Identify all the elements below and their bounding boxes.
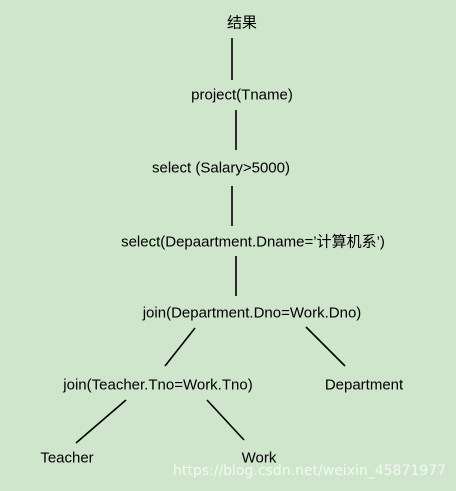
node-department: Department [324,376,404,394]
edge-join_top-join_bottom [164,327,196,367]
node-select-department: select(Depaartment.Dname=’计算机系’) [121,233,385,251]
node-join-teacher-work: join(Teacher.Tno=Work.Tno) [63,376,253,394]
node-project: project(Tname) [191,86,293,104]
edge-join_bottom-teacher [75,399,127,444]
node-result: 结果 [226,14,258,32]
node-work: Work [241,449,277,467]
node-join-department-work: join(Department.Dno=Work.Dno) [142,304,362,322]
edge-join_top-department [305,326,346,367]
watermark: https://blog.csdn.net/weixin_45871977 [172,463,446,479]
node-teacher: Teacher [40,449,94,467]
node-select-salary: select (Salary>5000) [152,159,290,177]
edge-join_bottom-work [206,399,245,441]
